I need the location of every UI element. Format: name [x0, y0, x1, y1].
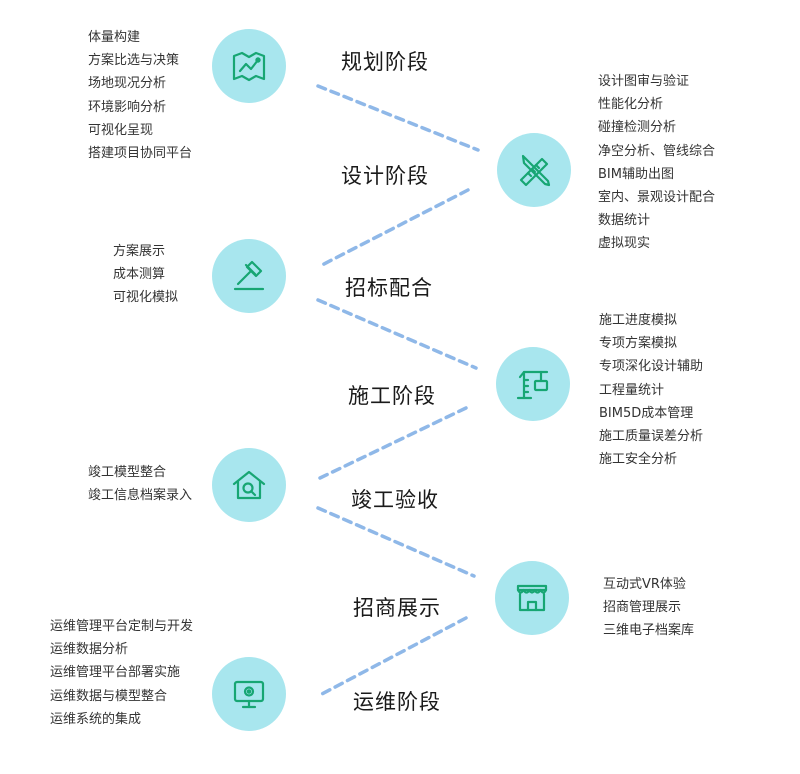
connector-commerce-operation — [318, 616, 468, 697]
node-commerce — [495, 561, 569, 635]
node-operation — [212, 657, 286, 731]
map-icon — [232, 51, 266, 82]
node-acceptance — [212, 448, 286, 522]
list-item: 专项深化设计辅助 — [599, 359, 704, 375]
list-item: 成本测算 — [113, 267, 166, 283]
task-list-commerce: 互动式VR体验 招商管理展示 三维电子档案库 — [603, 573, 694, 643]
task-list-design: 设计图审与验证 性能化分析 碰撞检测分析 净空分析、管线综合 BIM辅助出图 室… — [598, 70, 715, 256]
node-planning — [212, 29, 286, 103]
node-design — [497, 133, 571, 207]
list-item: 方案比选与决策 — [88, 53, 180, 69]
connector-bidding-construction — [316, 298, 478, 370]
task-list-operation: 运维管理平台定制与开发 运维数据分析 运维管理平台部署实施 运维数据与模型整合 … — [50, 615, 193, 731]
stage-label-planning: 规划阶段 — [341, 50, 429, 74]
house-search-icon — [232, 470, 266, 500]
list-item: 体量构建 — [88, 30, 141, 45]
list-item: 施工质量误差分析 — [599, 429, 704, 445]
list-item: 专项方案模拟 — [599, 336, 678, 352]
crane-icon — [516, 370, 549, 400]
gavel-icon — [233, 260, 265, 291]
list-item: 竣工模型整合 — [88, 465, 167, 480]
list-item: 搭建项目协同平台 — [88, 146, 193, 162]
task-list-bidding: 方案展示 成本测算 可视化模拟 — [113, 240, 178, 310]
list-item: 施工安全分析 — [599, 452, 678, 468]
pencil-ruler-icon — [519, 154, 551, 187]
stage-label-construction: 施工阶段 — [348, 384, 436, 408]
connector-planning-design — [316, 84, 480, 152]
list-item: 室内、景观设计配合 — [598, 190, 716, 206]
stage-label-bidding: 招标配合 — [345, 276, 433, 300]
stage-label-acceptance: 竣工验收 — [351, 488, 439, 512]
list-item: 场地现况分析 — [88, 76, 167, 92]
storefront-icon — [516, 584, 548, 612]
list-item: 工程量统计 — [599, 382, 665, 398]
list-item: 数据统计 — [598, 213, 651, 229]
stage-label-operation: 运维阶段 — [353, 690, 441, 714]
connector-acceptance-commerce — [316, 506, 476, 578]
connector-construction-acceptance — [318, 406, 468, 480]
list-item: 净空分析、管线综合 — [598, 143, 716, 159]
list-item: 环境影响分析 — [88, 99, 167, 115]
list-item: 施工进度模拟 — [599, 313, 678, 328]
list-item: 运维数据分析 — [50, 642, 129, 658]
list-item: 竣工信息档案录入 — [88, 488, 193, 504]
list-item: 三维电子档案库 — [603, 623, 695, 639]
list-item: 虚拟现实 — [598, 236, 651, 252]
list-item: 运维数据与模型整合 — [50, 688, 168, 704]
list-item: 互动式VR体验 — [603, 577, 686, 592]
node-bidding — [212, 239, 286, 313]
list-item: 碰撞检测分析 — [598, 120, 677, 136]
list-item: BIM5D成本管理 — [599, 405, 694, 421]
list-item: 运维管理平台部署实施 — [50, 665, 181, 681]
list-item: 运维管理平台定制与开发 — [50, 619, 194, 634]
list-item: 性能化分析 — [598, 97, 664, 113]
task-list-construction: 施工进度模拟 专项方案模拟 专项深化设计辅助 工程量统计 BIM5D成本管理 施… — [599, 309, 703, 471]
connector-design-bidding — [320, 188, 470, 267]
node-construction — [496, 347, 570, 421]
list-item: 可视化模拟 — [113, 290, 179, 306]
task-list-planning: 体量构建 方案比选与决策 场地现况分析 环境影响分析 可视化呈现 搭建项目协同平… — [88, 26, 192, 165]
list-item: 设计图审与验证 — [598, 74, 690, 89]
task-list-acceptance: 竣工模型整合 竣工信息档案录入 — [88, 461, 192, 507]
list-item: 运维系统的集成 — [50, 711, 142, 727]
list-item: 方案展示 — [113, 244, 166, 259]
stage-label-design: 设计阶段 — [341, 164, 429, 188]
stage-label-commerce: 招商展示 — [353, 596, 441, 620]
list-item: 招商管理展示 — [603, 600, 682, 616]
list-item: BIM辅助出图 — [598, 166, 674, 182]
monitor-gear-icon — [233, 680, 265, 709]
list-item: 可视化呈现 — [88, 122, 154, 138]
